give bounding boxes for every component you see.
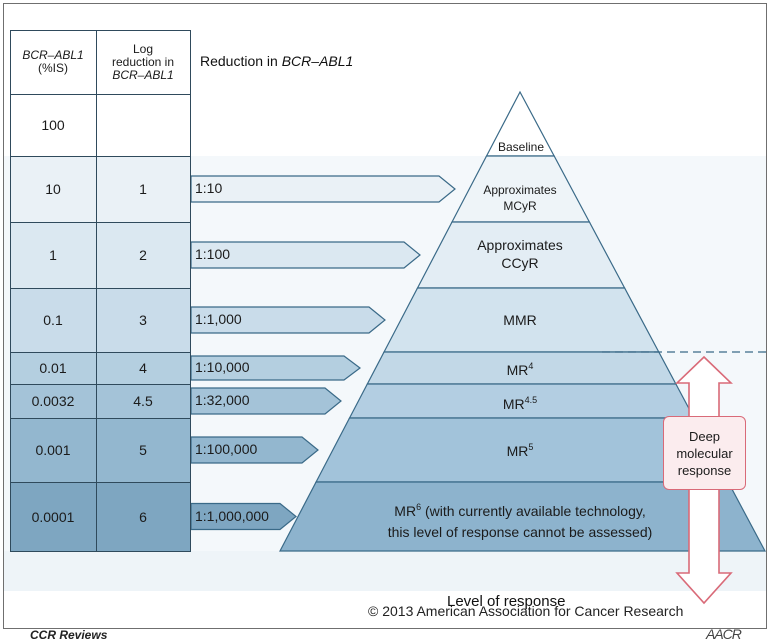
header-col2-italic: BCR–ABL1 <box>112 67 174 82</box>
ratio-arrow-label: 1:100,000 <box>195 441 258 457</box>
mr5-base: MR <box>506 443 529 459</box>
ratio-arrow-label: 1:100 <box>195 246 231 262</box>
table-cell <box>96 384 191 419</box>
pyramid-label-mcyr: Approximates MCyR <box>460 182 580 214</box>
footer-ccr-reviews: CCR Reviews <box>30 628 108 642</box>
reduction-heading: Reduction in BCR–ABL1 <box>200 53 353 69</box>
row-log-value: 4 <box>139 360 147 376</box>
ratio-arrow-label: 1:1,000 <box>195 311 242 327</box>
aacr-logo: AACR <box>706 626 742 642</box>
pyramid-label-mr5: MR5 <box>470 442 570 459</box>
deep-line1: Deep <box>688 428 721 444</box>
ratio-arrow <box>190 436 319 464</box>
row-log-value <box>96 94 190 156</box>
deep-molecular-response-box: Deep molecular response <box>663 416 746 490</box>
ratio-arrow <box>190 175 456 203</box>
background-band <box>4 551 766 591</box>
ccyr-line1: Approximates <box>477 237 563 253</box>
reduction-heading-italic: BCR–ABL1 <box>281 53 354 69</box>
table-cell <box>96 352 191 385</box>
header-log-reduction: Log reduction in BCR–ABL1 <box>96 30 190 94</box>
ratio-arrow-label: 1:10,000 <box>195 359 250 375</box>
mcyr-line2: MCyR <box>503 199 537 213</box>
mr6-line2: this level of response cannot be assesse… <box>387 524 653 540</box>
header-col1-italic: BCR–ABL1 <box>22 48 84 62</box>
row-pct-value: 0.001 <box>35 442 71 458</box>
row-log-value: 6 <box>139 508 147 525</box>
header-bcr-abl1-percent: BCR–ABL1 (%IS) <box>10 30 96 94</box>
mr6-line1: MR6 (with currently available technology… <box>340 502 700 523</box>
copyright-text: © 2013 American Association for Cancer R… <box>368 603 684 619</box>
ratio-arrow <box>190 241 421 269</box>
row-log-value: 3 <box>139 312 147 328</box>
ratio-arrow-label: 1:1,000,000 <box>195 507 269 524</box>
pyramid-label-mr4: MR4 <box>470 361 570 378</box>
row-pct-value: 0.0032 <box>31 393 75 409</box>
reduction-heading-prefix: Reduction in <box>200 53 282 69</box>
row-pct-value: 10 <box>45 181 61 197</box>
ratio-arrows <box>190 175 456 531</box>
pyramid-label-mr6: MR6 (with currently available technology… <box>340 502 700 542</box>
table-cell <box>96 482 191 552</box>
header-col2-line2: reduction in <box>111 54 175 69</box>
row-log-value: 5 <box>139 442 147 458</box>
mr45-base: MR <box>502 396 525 412</box>
table-cell <box>96 156 191 223</box>
level-of-response-label: Level of response <box>447 593 566 610</box>
table-cell <box>10 94 97 157</box>
mr6-rest: (with currently available technology, <box>421 503 646 519</box>
pyramid-label-baseline: Baseline <box>497 140 545 154</box>
table-cell <box>96 94 191 157</box>
pyramid-label-mr45: MR4.5 <box>470 395 570 412</box>
row-pct-value: 100 <box>41 117 65 133</box>
mcyr-line1: Approximates <box>483 183 557 197</box>
mr5-sup: 5 <box>528 442 534 452</box>
ratio-arrow <box>190 355 361 381</box>
row-pct-value: 0.0001 <box>31 508 75 525</box>
ratio-arrow <box>190 502 297 531</box>
mr6-sup: 6 <box>416 502 422 512</box>
ratio-arrow-label: 1:10 <box>195 180 223 196</box>
ccyr-line2: CCyR <box>501 255 539 271</box>
row-pct-value: 0.1 <box>43 312 63 328</box>
table-cell <box>96 288 191 353</box>
deep-line2: molecular <box>676 445 733 461</box>
row-pct-value: 0.01 <box>39 360 67 376</box>
ratio-arrow-label: 1:32,000 <box>195 392 250 408</box>
row-log-value: 4.5 <box>133 393 153 409</box>
mr4-base: MR <box>506 362 529 378</box>
mr4-sup: 4 <box>528 361 534 371</box>
pyramid-label-mmr: MMR <box>503 312 537 328</box>
table-cell <box>10 288 97 353</box>
header-col2-line1: Log <box>132 41 154 56</box>
header-col1-rest: (%IS) <box>38 61 68 75</box>
ratio-arrow <box>190 306 386 334</box>
deep-line3: response <box>677 462 732 478</box>
row-log-value: 2 <box>139 247 147 263</box>
row-log-value: 1 <box>139 181 147 197</box>
mr6-base: MR <box>394 503 417 519</box>
table-cell <box>10 482 97 552</box>
table-cell <box>96 418 191 483</box>
pyramid-level <box>279 481 767 552</box>
mr45-sup: 4.5 <box>524 395 538 405</box>
response-pyramid <box>279 90 767 552</box>
table-cell <box>10 222 97 289</box>
pyramid-label-ccyr: Approximates CCyR <box>445 236 595 272</box>
row-pct-value: 1 <box>49 247 57 263</box>
ratio-arrow <box>190 387 342 415</box>
header-cell <box>96 30 191 95</box>
